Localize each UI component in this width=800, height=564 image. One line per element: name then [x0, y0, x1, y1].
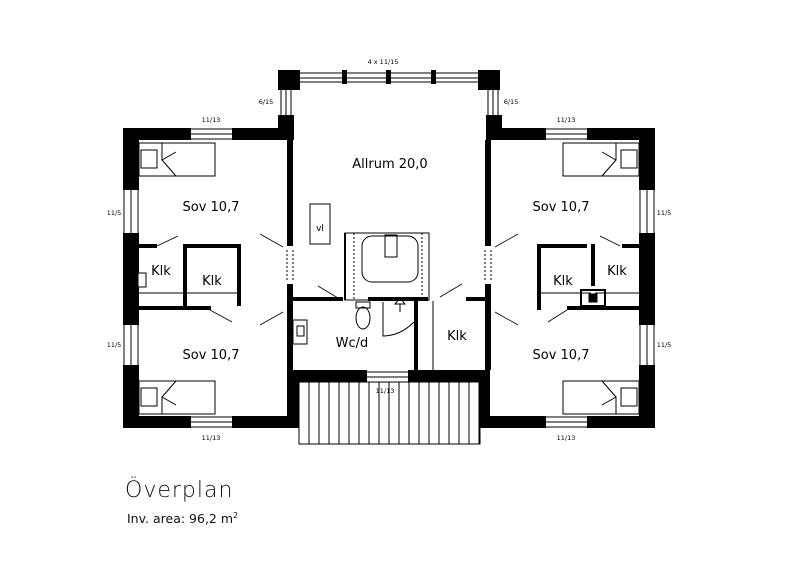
area-value: Inv. area: 96,2 m: [127, 511, 234, 527]
room-label-klk-w1: Klk: [151, 264, 171, 279]
window-label-top-center: 4 x 11/15: [368, 58, 399, 66]
window-label-e-upper: 11/5: [657, 209, 672, 217]
room-label-allrum: Allrum 20,0: [352, 157, 427, 172]
window-label-nw-top: 11/13: [202, 116, 221, 124]
room-label-sov-nw: Sov 10,7: [183, 200, 240, 215]
area-unit-sup: 2: [233, 511, 239, 520]
room-label-vl: vl: [316, 224, 324, 234]
closet-lines: [137, 272, 639, 370]
window-label-se-bottom: 11/13: [557, 434, 576, 442]
door-swings: [156, 233, 621, 326]
exterior-walls: [123, 70, 655, 428]
window-label-w-upper: 11/5: [107, 209, 122, 217]
room-label-klk-e1: Klk: [553, 274, 573, 289]
room-label-wc: Wc/d: [336, 336, 369, 351]
window-label-e-lower: 11/5: [657, 341, 672, 349]
beds: [138, 142, 640, 415]
door-markers: [286, 250, 492, 280]
room-label-sov-ne: Sov 10,7: [533, 200, 590, 215]
window-label-ne-top: 11/13: [557, 116, 576, 124]
fixtures: [292, 203, 430, 345]
window-label-stair: 11/13: [376, 387, 395, 395]
windows: [123, 128, 655, 428]
room-label-klk-e2: Klk: [607, 264, 627, 279]
interior-walls: [139, 140, 639, 370]
area-label: Inv. area: 96,2 m2: [127, 511, 238, 526]
bay-mullions: [342, 70, 436, 84]
stair-treads: [298, 381, 481, 445]
room-labels: Allrum 20,0 Sov 10,7 Sov 10,7 Sov 10,7 S…: [151, 157, 627, 363]
window-label-w-lower: 11/5: [107, 341, 122, 349]
room-label-klk-w2: Klk: [202, 274, 222, 289]
window-labels: 4 x 11/15 6/15 6/15 11/13 11/13 11/13 11…: [107, 58, 672, 442]
room-label-klk-c: Klk: [447, 329, 467, 344]
window-label-top-left-side: 6/15: [259, 98, 274, 106]
window-label-top-right-side: 6/15: [504, 98, 519, 106]
room-label-sov-se: Sov 10,7: [533, 348, 590, 363]
plan-title: Överplan: [125, 478, 234, 503]
window-label-sw-bottom: 11/13: [202, 434, 221, 442]
room-label-sov-sw: Sov 10,7: [183, 348, 240, 363]
